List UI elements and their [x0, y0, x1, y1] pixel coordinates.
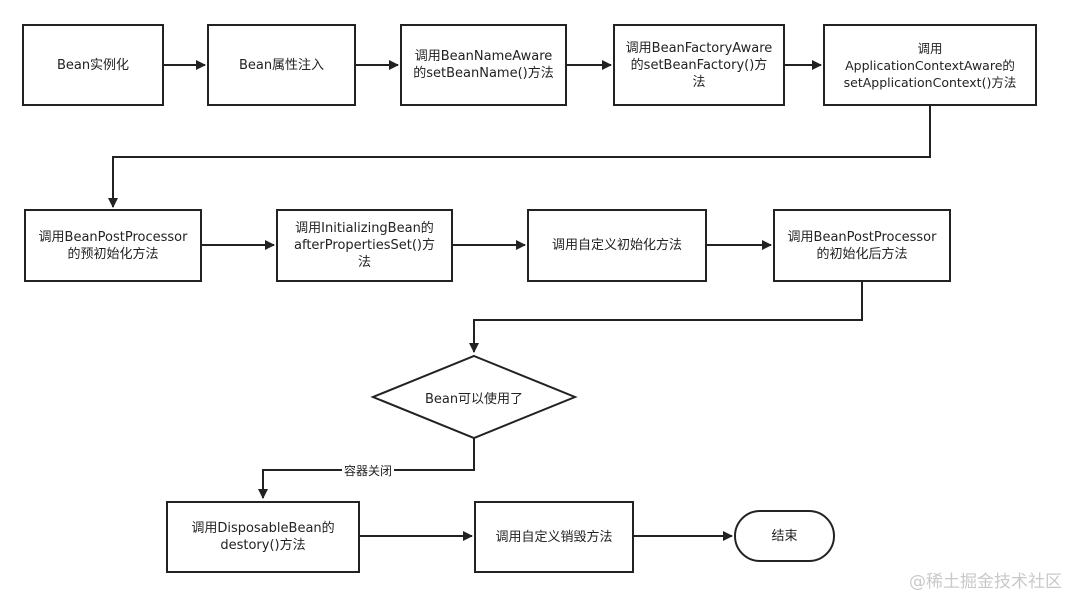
- node-end: 结束: [734, 510, 835, 562]
- node-custom-destroy: 调用自定义销毁方法: [474, 501, 634, 573]
- node-initializing-bean: 调用InitializingBean的 afterPropertiesSet()…: [276, 209, 453, 282]
- edge-n5-n6: [108, 106, 931, 208]
- node-property-injection: Bean属性注入: [207, 24, 356, 106]
- edge-label-container-closed: 容器关闭: [342, 462, 395, 479]
- node-bean-factory-aware: 调用BeanFactoryAware 的setBeanFactory()方 法: [613, 24, 785, 106]
- node-bean-instantiation: Bean实例化: [22, 24, 164, 106]
- node-disposable-bean: 调用DisposableBean的 destory()方法: [166, 501, 360, 573]
- node-application-context-aware: 调用 ApplicationContextAware的 setApplicati…: [823, 24, 1037, 106]
- watermark-text: @稀土掘金技术社区: [909, 572, 1062, 592]
- node-custom-init: 调用自定义初始化方法: [527, 209, 707, 282]
- node-bean-name-aware: 调用BeanNameAware 的setBeanName()方法: [400, 24, 567, 106]
- node-post-processor-after: 调用BeanPostProcessor 的初始化后方法: [773, 209, 951, 282]
- node-post-processor-before: 调用BeanPostProcessor 的预初始化方法: [24, 209, 202, 282]
- decision-label: Bean可以使用了: [424, 391, 524, 407]
- edge-n9-decision: [469, 282, 863, 353]
